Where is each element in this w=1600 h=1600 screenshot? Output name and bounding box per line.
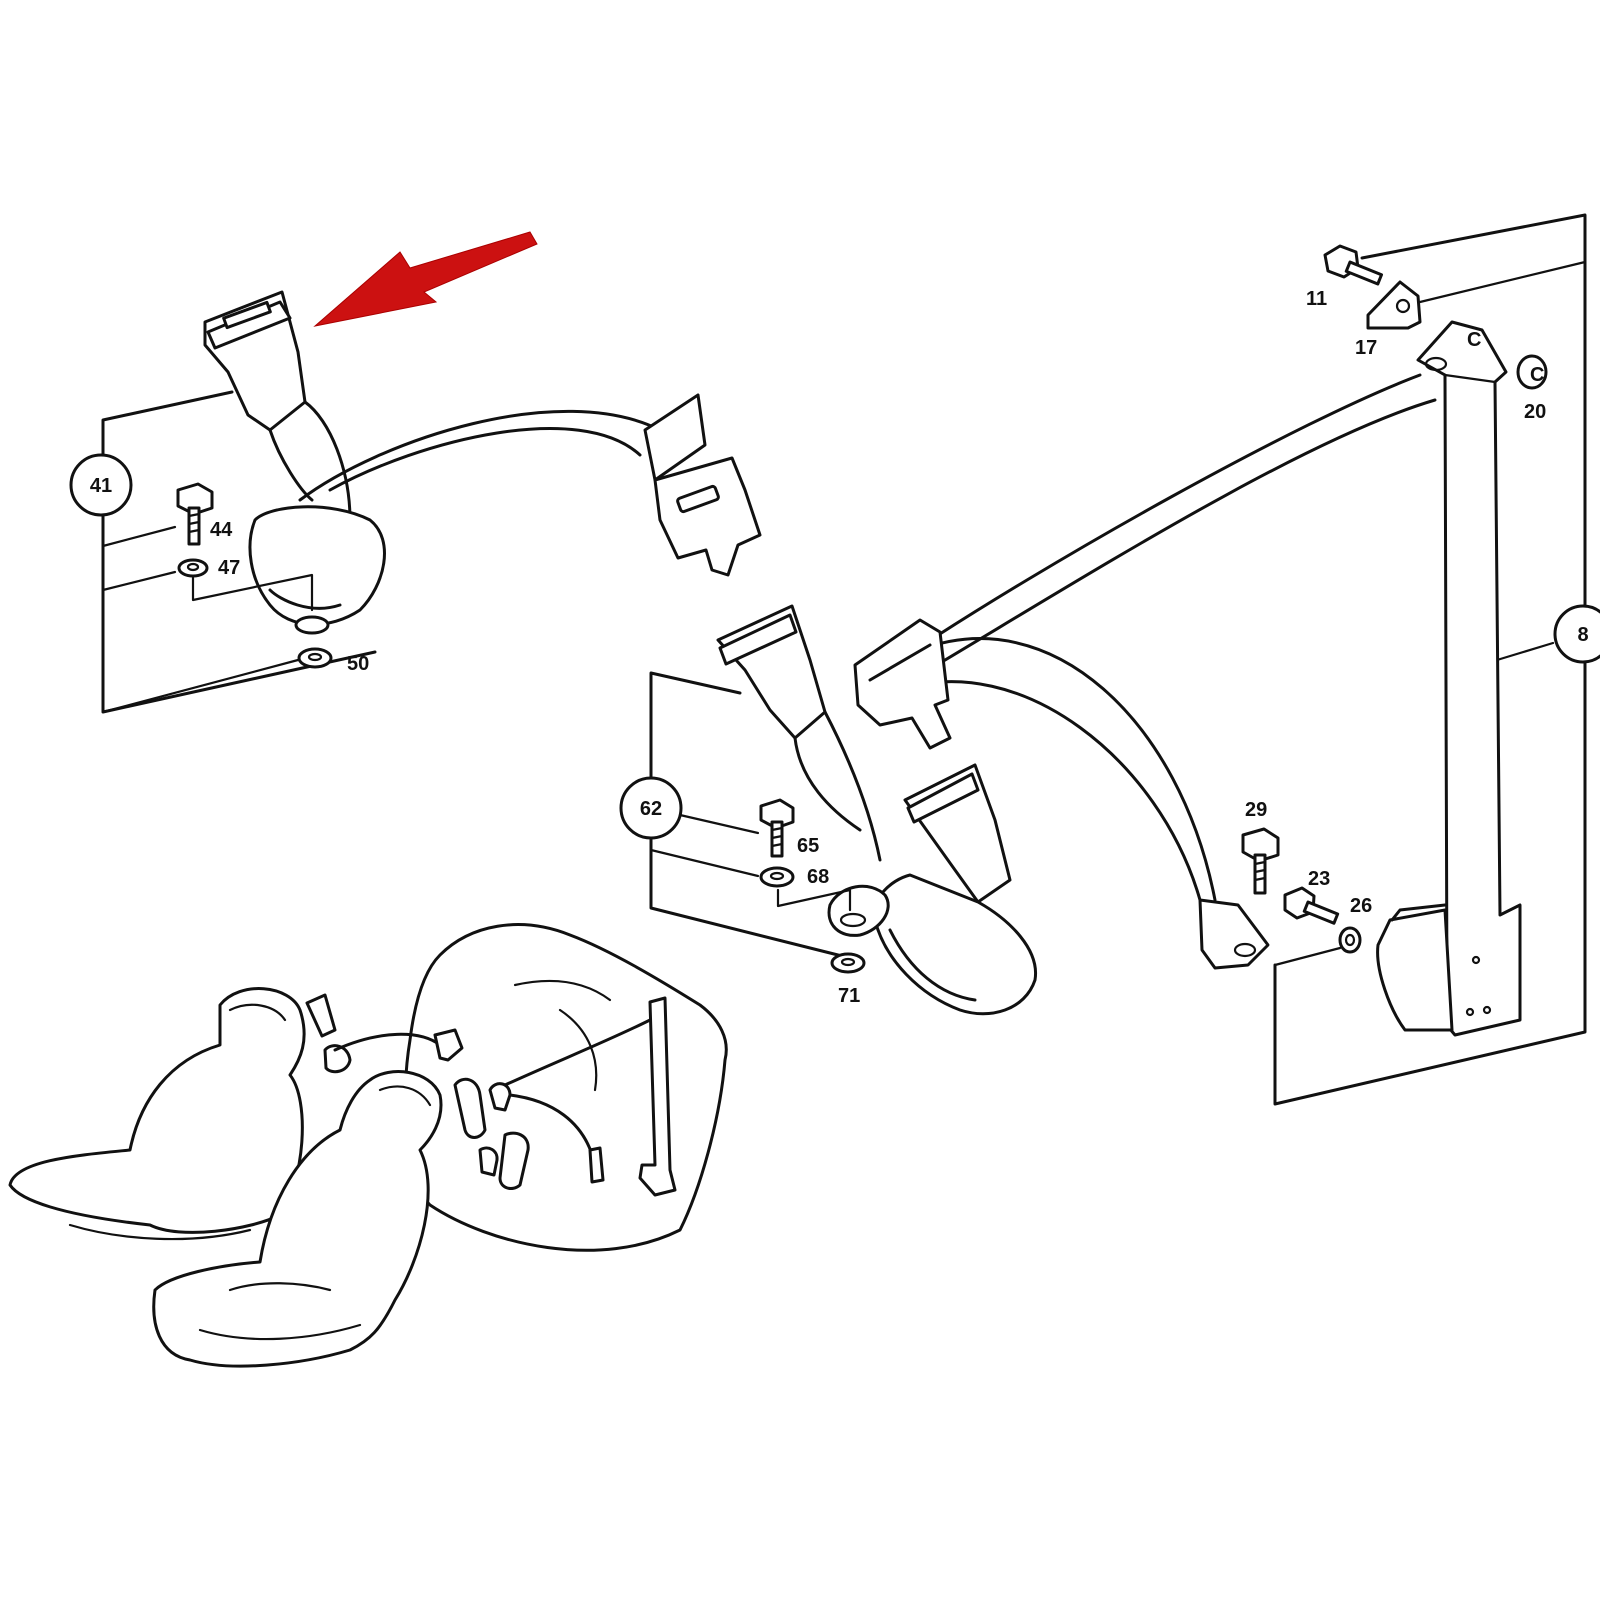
buckle-62b bbox=[872, 763, 1038, 1016]
front-seat-left bbox=[8, 987, 306, 1241]
part-20-label: 20 bbox=[1524, 401, 1546, 423]
part-50-label: 50 bbox=[347, 653, 369, 675]
front-seat-right bbox=[152, 1070, 443, 1368]
lower-anchor-8 bbox=[1198, 898, 1270, 970]
bolt-29-icon bbox=[1241, 827, 1280, 895]
cap-20-icon: C bbox=[1516, 354, 1548, 390]
buckle-part bbox=[203, 290, 352, 522]
belt-anchor-41 bbox=[248, 505, 386, 635]
callout-62: 62 bbox=[640, 798, 662, 820]
retractor-housing bbox=[1376, 903, 1492, 1032]
red-arrow-icon bbox=[313, 231, 538, 327]
seat-belt-overview bbox=[305, 993, 677, 1197]
bolt-11-icon bbox=[1323, 244, 1384, 286]
latch-plate-8 bbox=[853, 618, 952, 750]
part-71-label: 71 bbox=[838, 985, 860, 1007]
svg-text:C: C bbox=[1467, 329, 1481, 351]
part-29-label: 29 bbox=[1245, 799, 1267, 821]
callout-8-circle bbox=[1553, 604, 1600, 664]
belt-tongue-41 bbox=[643, 393, 762, 577]
washer-71-icon bbox=[830, 952, 866, 974]
callout-62-circle bbox=[619, 776, 683, 840]
part-26-label: 26 bbox=[1350, 895, 1372, 917]
part-47-label: 47 bbox=[218, 557, 240, 579]
rear-bench-seat bbox=[403, 923, 728, 1252]
svg-text:C: C bbox=[1530, 364, 1544, 386]
part-17-label: 17 bbox=[1355, 337, 1377, 359]
belt-strap-41 bbox=[298, 410, 662, 502]
buckle-62a bbox=[716, 604, 882, 862]
washer-68-icon bbox=[759, 866, 795, 888]
group-41-bracket bbox=[101, 390, 377, 714]
callout-41-circle bbox=[69, 453, 133, 517]
bolt-65-icon bbox=[759, 798, 795, 858]
anchor-62 bbox=[827, 884, 890, 937]
bolt-23-icon bbox=[1283, 886, 1340, 925]
part-68-label: 68 bbox=[807, 866, 829, 888]
group-8-bracket bbox=[1273, 213, 1587, 1106]
washer-50-icon bbox=[297, 647, 333, 669]
bolt-44-icon bbox=[176, 482, 214, 546]
part-44-label: 44 bbox=[210, 519, 233, 541]
bracket-17-icon bbox=[1366, 280, 1422, 330]
shoulder-belt-strap bbox=[898, 373, 1437, 902]
washer-47-icon bbox=[177, 558, 209, 578]
callout-8: 8 bbox=[1577, 624, 1588, 646]
callout-41: 41 bbox=[90, 475, 112, 497]
part-23-label: 23 bbox=[1308, 868, 1330, 890]
washer-26-icon bbox=[1338, 926, 1362, 954]
part-65-label: 65 bbox=[797, 835, 819, 857]
part-11-label: 11 bbox=[1306, 288, 1327, 310]
